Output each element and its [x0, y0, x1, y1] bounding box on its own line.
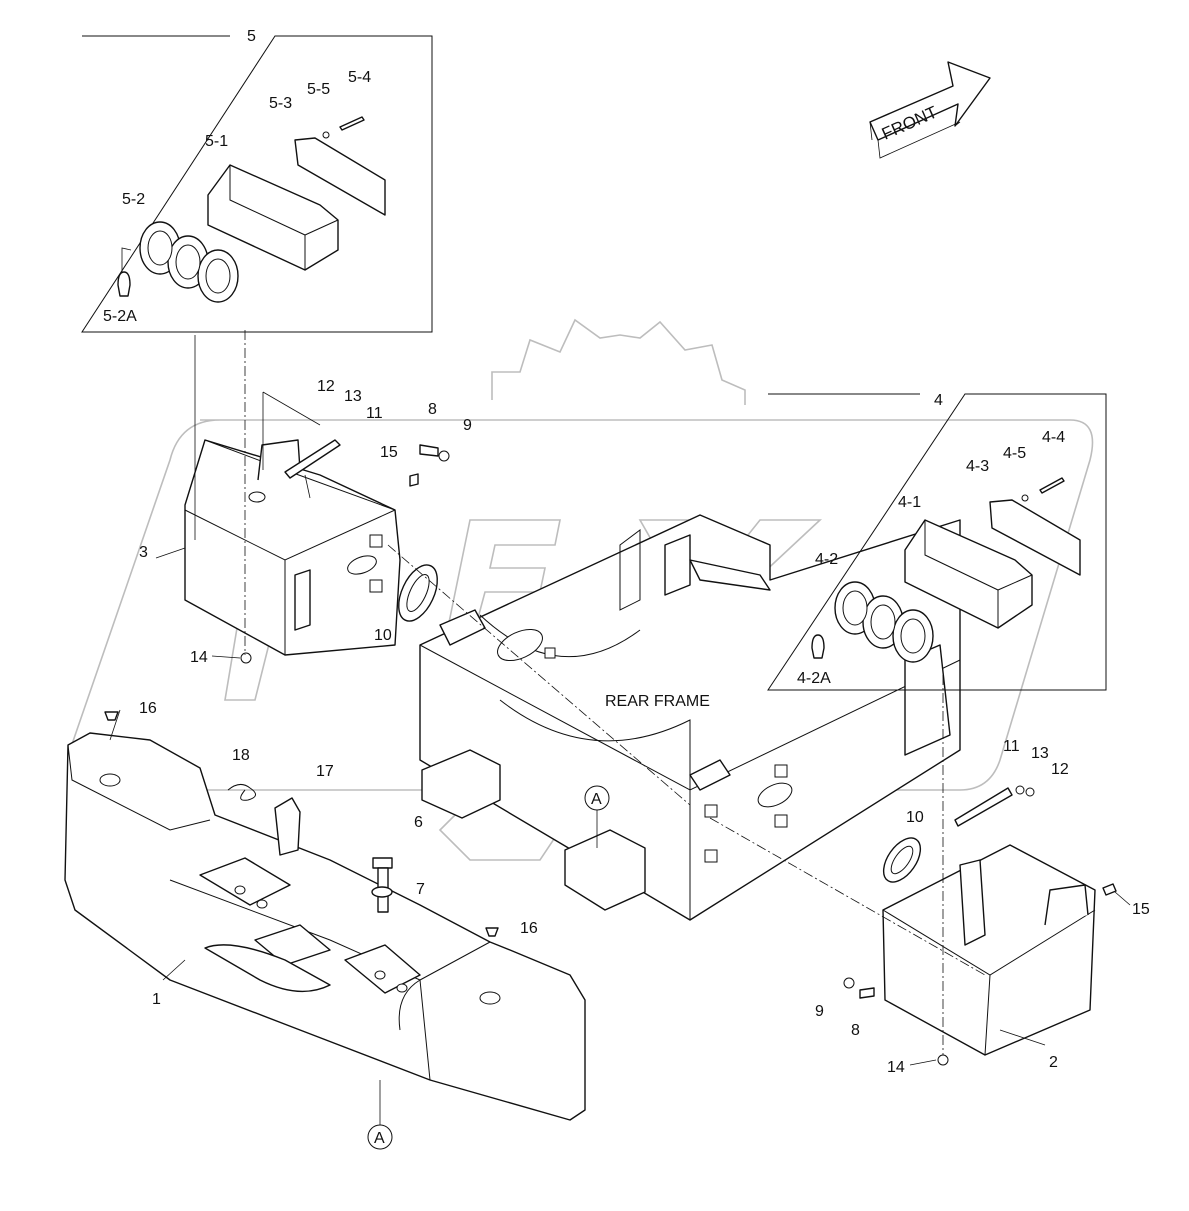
- callout-4-5: 4-5: [1003, 445, 1026, 462]
- callout-4-2A: 4-2A: [797, 670, 831, 687]
- front-arrow: FRONT: [869, 61, 991, 159]
- callout-16-a: 16: [139, 700, 157, 717]
- callout-5-2A: 5-2A: [103, 308, 137, 325]
- ref-a-weight: A: [374, 1130, 385, 1147]
- callout-15-right: 15: [1132, 901, 1150, 918]
- counterweight: A: [64, 732, 586, 1150]
- left-toolbox: [184, 330, 691, 806]
- callout-4-3: 4-3: [966, 458, 989, 475]
- callout-11-right: 11: [1003, 738, 1020, 755]
- callout-5-4: 5-4: [348, 69, 371, 86]
- callout-1: 1: [152, 991, 161, 1008]
- rear-frame: REAR FRAME A: [419, 514, 961, 921]
- callout-5-5: 5-5: [307, 81, 330, 98]
- callout-7: 7: [416, 881, 425, 898]
- ref-a-frame: A: [591, 791, 602, 808]
- callout-17: 17: [316, 763, 334, 780]
- detail-box-4: [767, 393, 1107, 691]
- callout-12-left: 12: [317, 378, 335, 395]
- callout-4-2: 4-2: [815, 551, 838, 568]
- callout-16-b: 16: [520, 920, 538, 937]
- callout-5-3: 5-3: [269, 95, 292, 112]
- callout-labels: 5 5-4 5-5 5-3 5-1 5-2 5-2A 12 13 11 8 9 …: [103, 28, 1150, 1076]
- callout-8-right: 8: [851, 1022, 860, 1039]
- callout-4-4: 4-4: [1042, 429, 1065, 446]
- callout-6: 6: [414, 814, 423, 831]
- callout-10-left: 10: [374, 627, 392, 644]
- right-toolbox: [709, 675, 1117, 1066]
- callout-2: 2: [1049, 1054, 1058, 1071]
- callout-13-left: 13: [344, 388, 362, 405]
- callout-8-left: 8: [428, 401, 437, 418]
- callout-4-1: 4-1: [898, 494, 921, 511]
- callout-12-right: 12: [1051, 761, 1069, 778]
- callout-5: 5: [247, 28, 256, 45]
- callout-3: 3: [139, 544, 148, 561]
- callout-13-right: 13: [1031, 745, 1049, 762]
- callout-9-right: 9: [815, 1003, 824, 1020]
- callout-14-right: 14: [887, 1059, 905, 1076]
- callout-9-left: 9: [463, 417, 472, 434]
- callout-4: 4: [934, 392, 943, 409]
- callout-11-left: 11: [366, 405, 383, 422]
- rear-frame-label: REAR FRAME: [605, 693, 710, 710]
- detail-box-5: [81, 35, 433, 333]
- callout-5-2: 5-2: [122, 191, 145, 208]
- callout-14-left: 14: [190, 649, 208, 666]
- callout-15-left: 15: [380, 444, 398, 461]
- leader-lines: [109, 247, 1131, 1066]
- counterweight-hardware: [104, 711, 499, 937]
- callout-5-1: 5-1: [205, 133, 228, 150]
- callout-10-right: 10: [906, 809, 924, 826]
- callout-18: 18: [232, 747, 250, 764]
